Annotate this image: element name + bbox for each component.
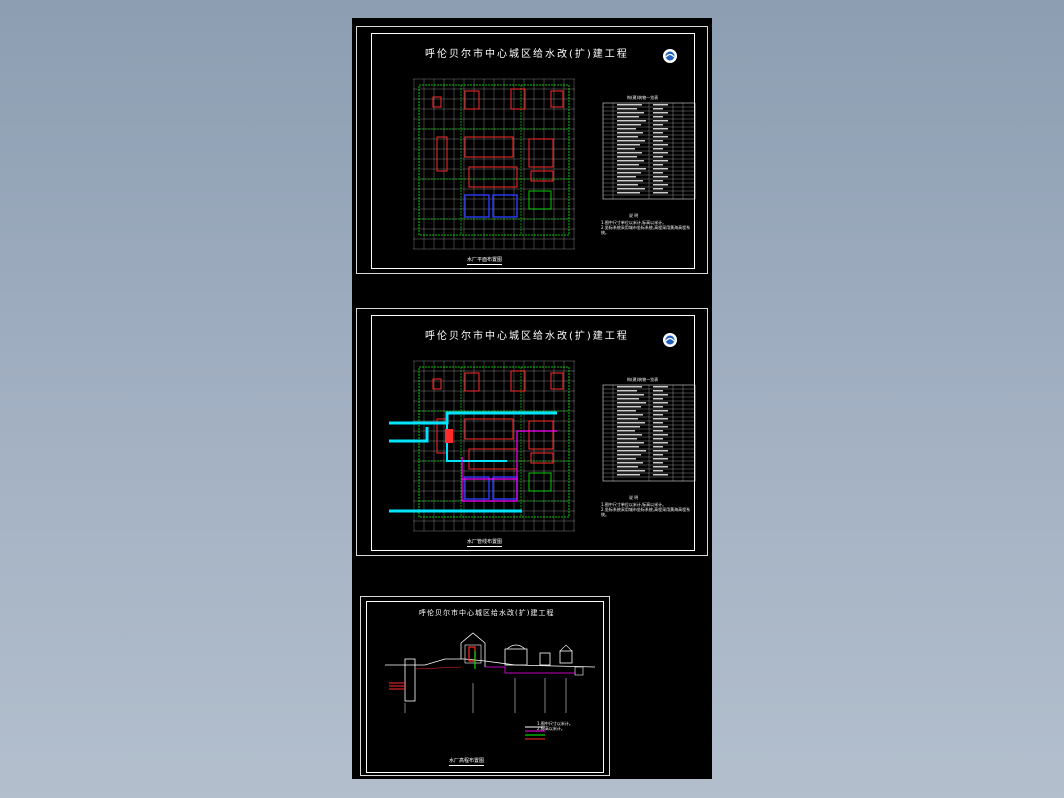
notes-text: 1.图中尺寸单位以米计,标高以米计。 2.坐标系统采用城市坐标系统,高程采用黄海… bbox=[601, 502, 691, 517]
sheet-elevation: 呼伦贝尔市中心城区给水改(扩)建工程 bbox=[360, 596, 610, 776]
table-title: 构(建)筑物一览表 bbox=[627, 95, 659, 100]
pipe-overlay bbox=[389, 411, 557, 513]
sheet-caption: 水厂高程布置图 bbox=[449, 758, 485, 766]
sheet-pipe-plan: 呼伦贝尔市中心城区给水改(扩)建工程 水厂管线布置图 构(建)筑物一览表 说 明… bbox=[356, 308, 708, 556]
sheet-caption: 水厂平面布置图 bbox=[467, 257, 503, 265]
notes-title: 说 明 bbox=[629, 213, 639, 218]
table-title: 构(建)筑物一览表 bbox=[627, 377, 659, 382]
site-plan-drawing bbox=[413, 78, 575, 250]
logo-emblem-icon bbox=[663, 333, 677, 347]
notes-text: 1.图中尺寸以米计。 2.标高以米计。 bbox=[537, 721, 573, 731]
sheet-site-plan: 呼伦贝尔市中心城区给水改(扩)建工程 水厂平面布置图 构(建)筑物一览表 说 明… bbox=[356, 26, 708, 274]
logo-emblem-icon bbox=[663, 49, 677, 63]
sheet-inner-frame bbox=[366, 601, 604, 773]
drawing-canvas: 呼伦贝尔市中心城区给水改(扩)建工程 水厂平面布置图 构(建)筑物一览表 说 明… bbox=[352, 18, 712, 779]
sheet-title: 呼伦贝尔市中心城区给水改(扩)建工程 bbox=[419, 609, 555, 617]
sheet-caption: 水厂管线布置图 bbox=[467, 539, 503, 547]
sheet-title: 呼伦贝尔市中心城区给水改(扩)建工程 bbox=[425, 331, 629, 342]
sheet-title: 呼伦贝尔市中心城区给水改(扩)建工程 bbox=[425, 49, 629, 60]
notes-title: 说 明 bbox=[629, 495, 639, 500]
structures-table bbox=[602, 384, 696, 482]
notes-text: 1.图中尺寸单位以米计,标高以米计。 2.坐标系统采用城市坐标系统,高程采用黄海… bbox=[601, 220, 691, 235]
elevation-profile-drawing bbox=[385, 632, 596, 740]
structures-table bbox=[602, 102, 696, 200]
